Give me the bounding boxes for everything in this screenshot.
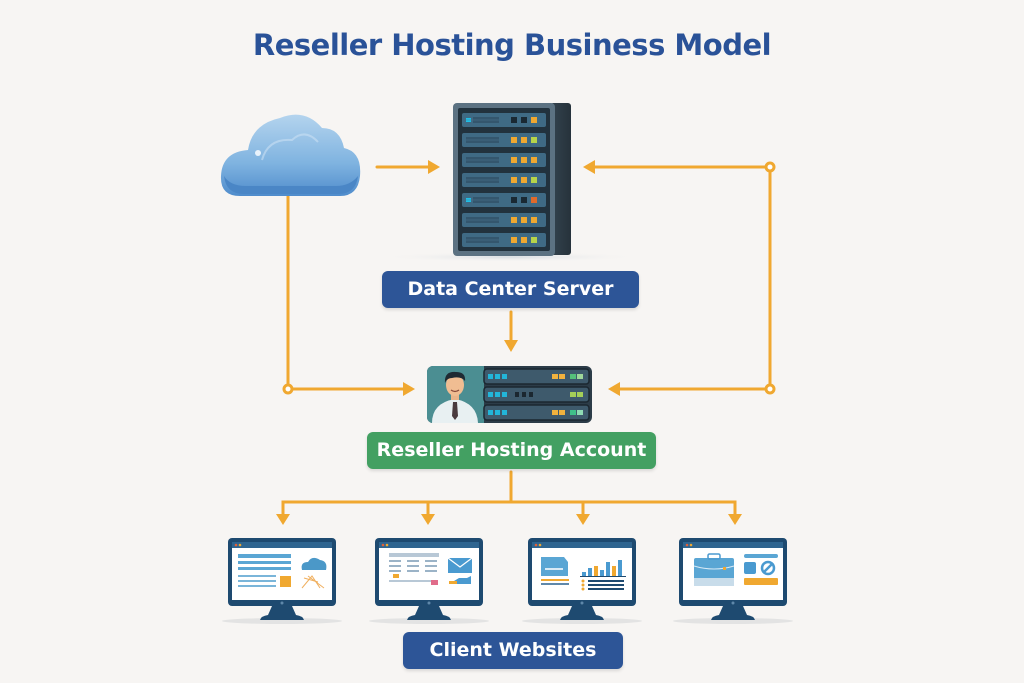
rack-unit <box>462 173 546 187</box>
reseller-server-unit <box>483 386 590 403</box>
reseller-server-unit <box>483 404 590 421</box>
connectors <box>276 160 776 525</box>
server-rack-icon <box>380 103 640 262</box>
website-monitor-business-icon <box>673 538 793 624</box>
person-icon <box>432 371 478 423</box>
data-center-label: Data Center Server <box>382 271 639 308</box>
edge-cloud-to-datacenter <box>375 160 440 174</box>
website-monitor-analytics-icon <box>522 538 642 624</box>
website-monitor-cloud-icon <box>222 538 342 624</box>
edge-reseller-to-clients <box>276 470 742 525</box>
rack-unit <box>462 133 546 147</box>
cloud-icon <box>220 114 361 196</box>
reseller-server-unit <box>483 368 590 385</box>
edge-right-loop <box>583 160 776 396</box>
rack-unit <box>462 233 546 247</box>
rack-unit <box>462 113 546 127</box>
rack-unit <box>462 153 546 167</box>
website-monitor-mail-icon <box>369 538 489 624</box>
edge-datacenter-to-reseller <box>504 310 518 352</box>
client-websites-label: Client Websites <box>403 632 623 669</box>
rack-unit <box>462 213 546 227</box>
reseller-person-server-icon <box>427 366 592 423</box>
reseller-account-label: Reseller Hosting Account <box>367 432 656 469</box>
edge-cloud-to-reseller <box>282 194 415 396</box>
diagram-title: Reseller Hosting Business Model <box>252 28 772 62</box>
rack-unit <box>462 193 546 207</box>
